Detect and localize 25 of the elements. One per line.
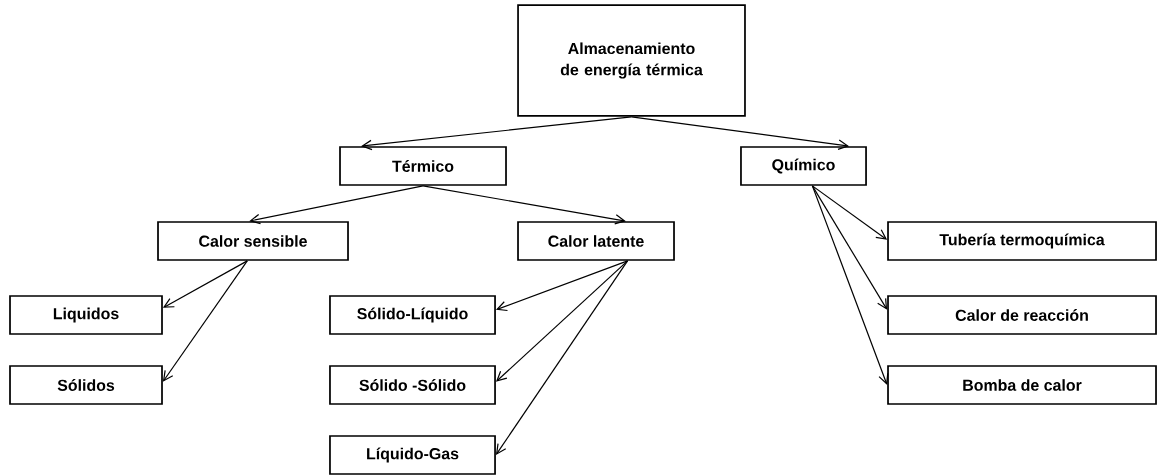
arrow: [162, 260, 248, 382]
category-box: Sólidos: [9, 365, 163, 405]
arrow: [249, 185, 424, 225]
category-box: Calor sensible: [157, 221, 349, 261]
arrow: [630, 116, 850, 150]
category-box: Líquido-Gas: [329, 435, 496, 475]
arrow: [162, 260, 248, 308]
category-box: Almacenamiento de energía térmica: [517, 4, 746, 117]
arrow: [495, 260, 629, 455]
arrow: [360, 116, 633, 151]
category-box: Liquidos: [9, 295, 163, 335]
category-box: Calor latente: [517, 221, 675, 261]
arrow: [811, 185, 888, 240]
category-box: Calor de reacción: [887, 295, 1157, 335]
arrow: [495, 260, 629, 312]
category-box: Térmico: [339, 146, 507, 186]
arrow: [811, 185, 889, 385]
category-box: Sólido-Líquido: [329, 295, 496, 335]
category-box: Tubería termoquímica: [887, 221, 1157, 261]
category-box: Bomba de calor: [887, 365, 1157, 405]
arrow: [495, 260, 629, 382]
category-box: Sólido -Sólido: [329, 365, 496, 405]
arrow: [422, 185, 626, 225]
category-box: Químico: [740, 146, 867, 186]
arrow: [811, 185, 888, 310]
